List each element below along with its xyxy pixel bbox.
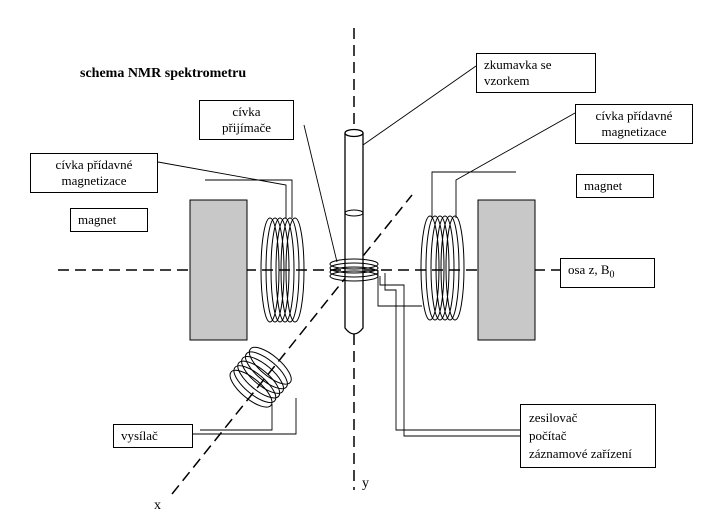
label-coil-left: cívka přídavné magnetizace — [30, 153, 158, 193]
label-transmitter: vysílač — [113, 424, 193, 448]
coil-transmitter — [229, 346, 292, 408]
label-sample-tube: zkumavka se vzorkem — [476, 53, 596, 93]
label-coil-right: cívka přídavné magnetizace — [575, 104, 693, 144]
label-electronics: zesilovač počítač záznamové zařízení — [520, 404, 656, 468]
axis-label-y: y — [362, 476, 369, 491]
label-z-axis: osa z, B0 — [560, 258, 655, 288]
label-magnet-right: magnet — [576, 174, 654, 198]
magnet-left-block — [189, 199, 248, 341]
label-magnet-left: magnet — [70, 208, 148, 232]
x-axis-line — [171, 194, 413, 495]
sample-tube — [344, 128, 364, 335]
magnet-right-block — [477, 199, 536, 341]
diagram-title: schema NMR spektrometru — [80, 66, 247, 81]
coil-right — [420, 215, 465, 321]
label-receiver-coil: cívka přijímače — [199, 100, 294, 140]
wires — [157, 65, 576, 437]
axis-label-x: x — [154, 498, 161, 513]
coil-left — [260, 217, 305, 323]
